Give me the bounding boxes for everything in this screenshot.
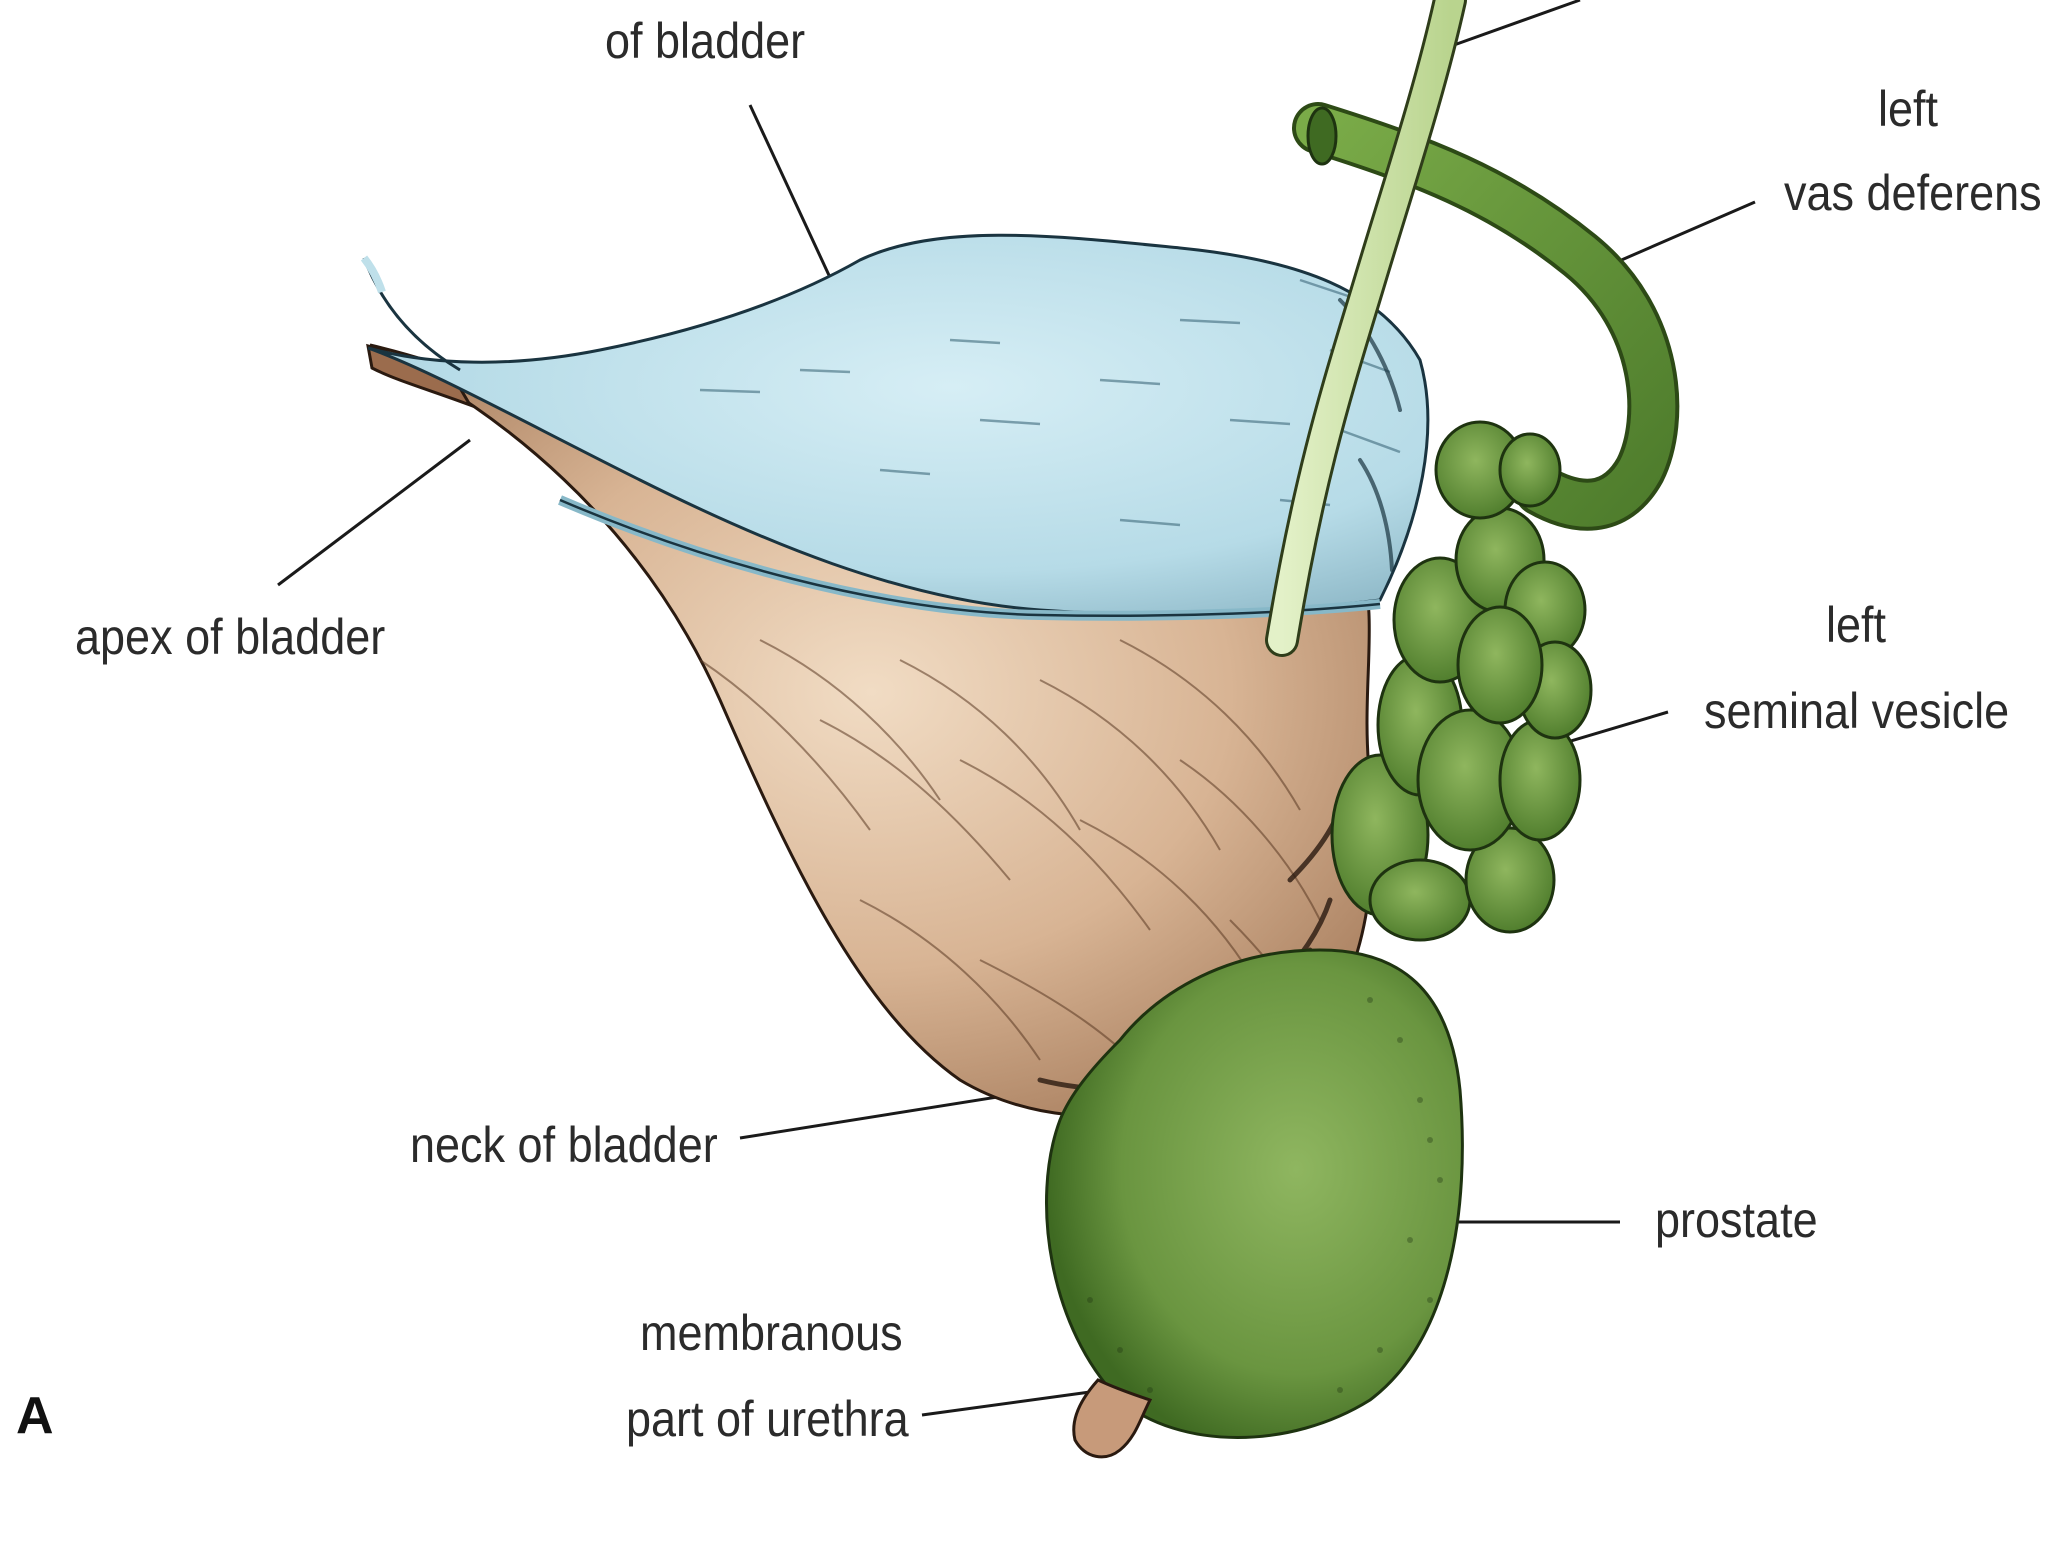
label-urethra-line2: part of urethra (626, 1391, 909, 1447)
label-vas-deferens-line1: left (1878, 81, 1939, 137)
label-apex-of-bladder: apex of bladder (75, 609, 386, 665)
leader-line-urethra (921, 1390, 1091, 1417)
label-vas-deferens-line2: vas deferens (1784, 165, 2042, 221)
label-prostate: prostate (1655, 1192, 1818, 1248)
panel-letter: A (16, 1387, 54, 1445)
label-urethra-line1: membranous (640, 1305, 903, 1361)
leader-line-apex (277, 438, 471, 587)
label-seminal-vesicle-line2: seminal vesicle (1704, 683, 2010, 739)
seminal-vesicle (1330, 420, 1593, 942)
leader-line-ureter (1439, 0, 1581, 52)
ureter (1265, 0, 1467, 657)
membranous-urethra (1072, 1378, 1153, 1459)
vas-deferens (1292, 102, 1680, 531)
label-neck-of-bladder: neck of bladder (410, 1117, 718, 1173)
bladder-superior-surface (367, 233, 1430, 616)
label-superior-surface: of bladder (605, 13, 806, 69)
label-seminal-vesicle-line1: left (1826, 597, 1887, 653)
bladder (360, 233, 1430, 1118)
